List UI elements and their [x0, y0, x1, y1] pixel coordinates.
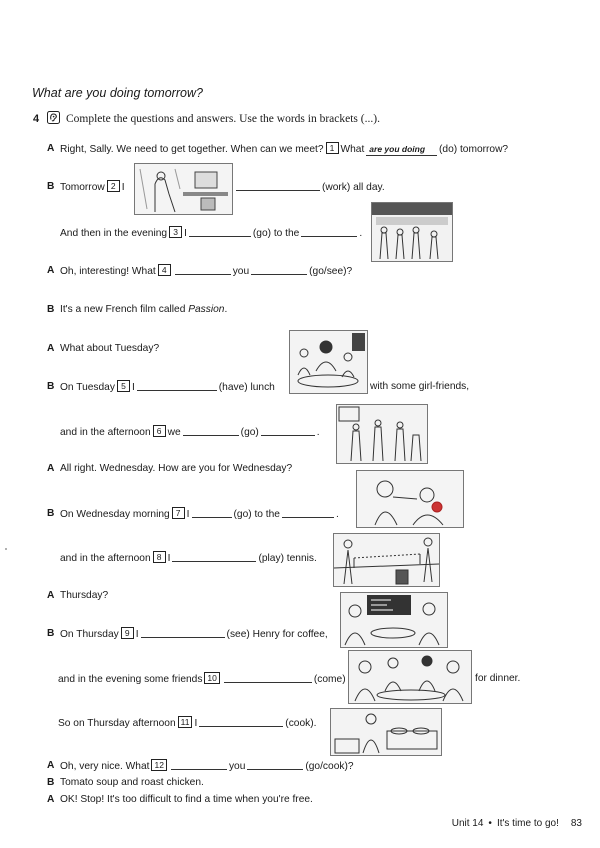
picture-lunch [289, 330, 368, 394]
answer-blank-3b[interactable] [301, 226, 358, 237]
speaker-b: B [47, 181, 55, 192]
gap-number-5: 5 [116, 380, 130, 392]
speaker-a: A [47, 590, 55, 601]
picture-cinema [371, 202, 453, 262]
scan-speck [5, 548, 7, 550]
page-title: What are you doing tomorrow? [32, 86, 203, 100]
gap-number-6: 6 [152, 425, 166, 437]
dialogue-line-9: All right. Wednesday. How are you for We… [60, 463, 293, 474]
speaker-b: B [47, 381, 55, 392]
answer-blank-10[interactable] [223, 672, 312, 683]
gap-number-12: 12 [151, 759, 167, 771]
answer-blank-9[interactable] [140, 627, 225, 638]
dialogue-line-2-end: (work) all day. [234, 180, 385, 195]
speaker-a: A [47, 143, 55, 154]
dialogue-line-18: OK! Stop! It's too difficult to find a t… [60, 794, 313, 805]
answer-blank-4a[interactable] [174, 264, 231, 275]
gap-number-3: 3 [169, 226, 183, 238]
picture-tennis [333, 533, 440, 587]
gap-number-7: 7 [171, 507, 185, 519]
exercise-instruction: Complete the questions and answers. Use … [66, 113, 380, 125]
gap-number-1: 1 [325, 142, 339, 154]
picture-cooking [330, 708, 442, 756]
speaker-b: B [47, 628, 55, 639]
answer-blank-5[interactable] [136, 380, 217, 391]
footer-unit: Unit 14 [451, 818, 484, 829]
picture-dinner-party [348, 650, 472, 704]
speaker-a: A [47, 794, 55, 805]
dialogue-line-5: It's a new French film called Passion. [60, 304, 228, 315]
dialogue-line-6: What about Tuesday? [60, 343, 160, 354]
page-footer: Unit 14 • It's time to go! 83 [452, 818, 582, 829]
speaker-b: B [47, 777, 55, 788]
gap-number-11: 11 [177, 716, 193, 728]
dialogue-line-17: Tomato soup and roast chicken. [60, 777, 204, 788]
answer-blank-8[interactable] [172, 551, 257, 562]
gap-number-2: 2 [106, 180, 120, 192]
speaker-b: B [47, 508, 55, 519]
answer-blank-11[interactable] [199, 716, 284, 727]
page-number: 83 [570, 818, 582, 829]
speaker-a: A [47, 343, 55, 354]
speaker-a: A [47, 265, 55, 276]
dialogue-line-14-end: for dinner. [475, 673, 521, 684]
speaker-a: A [47, 463, 55, 474]
exercise-number: 4 [33, 113, 40, 125]
picture-coffee [340, 592, 448, 648]
speaker-b: B [47, 304, 55, 315]
answer-blank-7b[interactable] [281, 507, 334, 518]
gap-number-8: 8 [152, 551, 166, 563]
answer-blank-6b[interactable] [260, 425, 315, 436]
speaker-a: A [47, 760, 55, 771]
picture-shopping [336, 404, 428, 464]
dialogue-line-12: Thursday? [60, 590, 109, 601]
gap-number-10: 10 [204, 672, 220, 684]
answer-blank-7a[interactable] [191, 507, 232, 518]
dialogue-line-1: Right, Sally. We need to get together. W… [60, 142, 509, 156]
answer-blank-3a[interactable] [188, 226, 251, 237]
answer-blank-6a[interactable] [182, 425, 239, 436]
answer-blank-4b[interactable] [251, 264, 308, 275]
picture-dentist [356, 470, 464, 528]
gap-number-9: 9 [120, 627, 134, 639]
gap-number-4: 4 [157, 264, 171, 276]
example-answer: are you doing [366, 144, 438, 156]
answer-blank-12b[interactable] [247, 759, 304, 770]
audio-icon[interactable] [47, 111, 60, 124]
picture-office-work [134, 163, 233, 215]
footer-title: It's time to go! [496, 818, 559, 829]
answer-blank-12a[interactable] [170, 759, 227, 770]
footer-separator: • [488, 818, 492, 829]
answer-blank-2[interactable] [236, 180, 320, 191]
dialogue-line-7-end: with some girl-friends, [370, 381, 470, 392]
